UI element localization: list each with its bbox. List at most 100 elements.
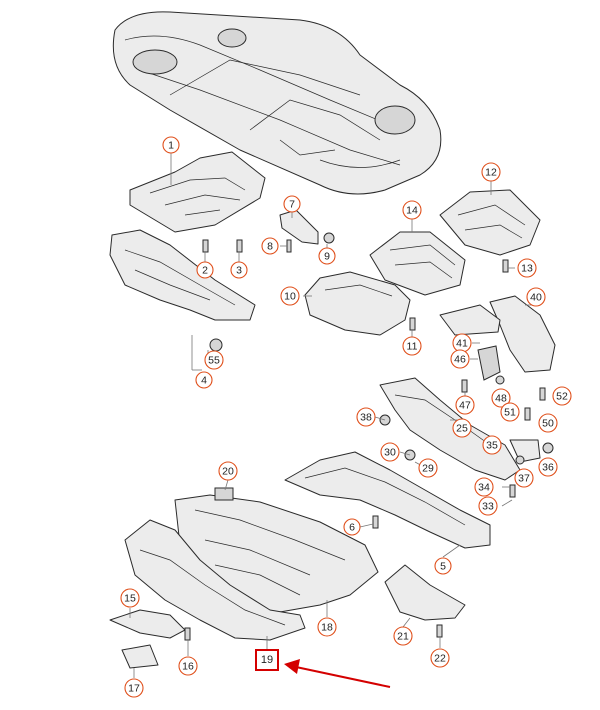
highlight-box xyxy=(255,649,279,671)
callout-number: 10 xyxy=(284,291,296,303)
callout-52: 52 xyxy=(552,386,572,406)
callout-46: 46 xyxy=(450,349,470,369)
callout-10: 10 xyxy=(280,286,300,306)
part-25-crossmember xyxy=(379,377,521,481)
callout-38: 38 xyxy=(356,407,376,427)
callout-35: 35 xyxy=(482,435,502,455)
callout-40: 40 xyxy=(526,287,546,307)
callout-8: 8 xyxy=(261,237,279,255)
callout-25: 25 xyxy=(452,418,472,438)
callout-circle xyxy=(178,656,198,676)
callout-circle xyxy=(418,458,438,478)
callout-number: 2 xyxy=(202,265,208,277)
callout-circle xyxy=(402,336,422,356)
callout-number: 38 xyxy=(360,412,372,424)
callout-number: 46 xyxy=(454,354,466,366)
callout-number: 11 xyxy=(407,341,418,353)
callout-number: 16 xyxy=(182,661,194,673)
callout-number: 48 xyxy=(495,393,507,405)
callout-circle xyxy=(452,418,472,438)
callout-circle xyxy=(283,195,301,213)
callout-number: 17 xyxy=(128,683,140,695)
callout-11: 11 xyxy=(402,336,422,356)
callout-12: 12 xyxy=(481,162,501,182)
callout-7: 7 xyxy=(283,195,301,213)
part-41-bracket xyxy=(439,304,501,336)
callout-circle xyxy=(481,162,501,182)
callout-number: 55 xyxy=(208,355,220,367)
callout-number: 29 xyxy=(422,463,434,475)
callout-21: 21 xyxy=(393,626,413,646)
callout-circle xyxy=(124,678,144,698)
callout-number: 18 xyxy=(321,622,333,634)
callout-circle xyxy=(474,477,494,497)
callout-15: 15 xyxy=(120,588,140,608)
part-7-bracket xyxy=(279,209,319,245)
callout-6: 6 xyxy=(343,518,361,536)
part-40-cover xyxy=(489,295,556,373)
callout-number: 8 xyxy=(267,241,273,253)
callout-13: 13 xyxy=(517,258,537,278)
car-underbody xyxy=(112,11,442,195)
callout-number: 20 xyxy=(222,466,234,478)
callout-number: 30 xyxy=(384,447,396,459)
callout-circle xyxy=(356,407,376,427)
callout-number: 14 xyxy=(406,205,418,217)
callout-36: 36 xyxy=(538,457,558,477)
callout-circle xyxy=(434,557,452,575)
callout-number: 5 xyxy=(440,561,446,573)
callout-number: 50 xyxy=(542,418,554,430)
callout-number: 12 xyxy=(485,167,497,179)
callout-circle xyxy=(204,350,224,370)
fasteners xyxy=(184,232,554,641)
part-1-undertray xyxy=(129,151,266,233)
callout-number: 7 xyxy=(289,199,295,211)
callout-circle xyxy=(196,261,214,279)
callout-number: 40 xyxy=(530,292,542,304)
callout-4: 4 xyxy=(195,371,213,389)
callout-20: 20 xyxy=(218,461,238,481)
callout-9: 9 xyxy=(318,247,336,265)
callout-circle xyxy=(455,395,475,415)
callout-number: 6 xyxy=(349,522,355,534)
callout-17: 17 xyxy=(124,678,144,698)
callout-41: 41 xyxy=(452,333,472,353)
callout-number: 21 xyxy=(397,631,409,643)
part-5-rail xyxy=(284,451,491,549)
callout-number: 51 xyxy=(504,407,516,419)
part-17-pad xyxy=(121,644,159,669)
callout-51: 51 xyxy=(500,402,520,422)
red-arrow xyxy=(284,659,391,688)
callout-48: 48 xyxy=(491,388,511,408)
highlight-label: 19 xyxy=(261,654,273,666)
callout-30: 30 xyxy=(380,442,400,462)
part-21-shield xyxy=(384,564,466,621)
callout-circle xyxy=(450,349,470,369)
callout-1: 1 xyxy=(162,136,180,154)
callout-50: 50 xyxy=(538,413,558,433)
callout-circle xyxy=(280,286,300,306)
callout-circle xyxy=(318,247,336,265)
callout-number: 35 xyxy=(486,440,498,452)
part-19-outer-panel xyxy=(124,519,306,641)
part-46-clip xyxy=(477,345,501,381)
callout-number: 41 xyxy=(456,338,468,350)
part-10-panel xyxy=(304,271,411,336)
callout-34: 34 xyxy=(474,477,494,497)
part-12-panel xyxy=(439,189,541,256)
callout-number: 1 xyxy=(168,140,174,152)
callout-circle xyxy=(478,496,498,516)
callout-47: 47 xyxy=(455,395,475,415)
callout-22: 22 xyxy=(430,648,450,668)
callout-number: 9 xyxy=(324,251,330,263)
callout-circle xyxy=(195,371,213,389)
callout-circle xyxy=(430,648,450,668)
callout-circle xyxy=(393,626,413,646)
callout-number: 15 xyxy=(124,593,136,605)
callout-number: 3 xyxy=(236,265,242,277)
callout-circle xyxy=(317,617,337,637)
callout-37: 37 xyxy=(514,468,534,488)
